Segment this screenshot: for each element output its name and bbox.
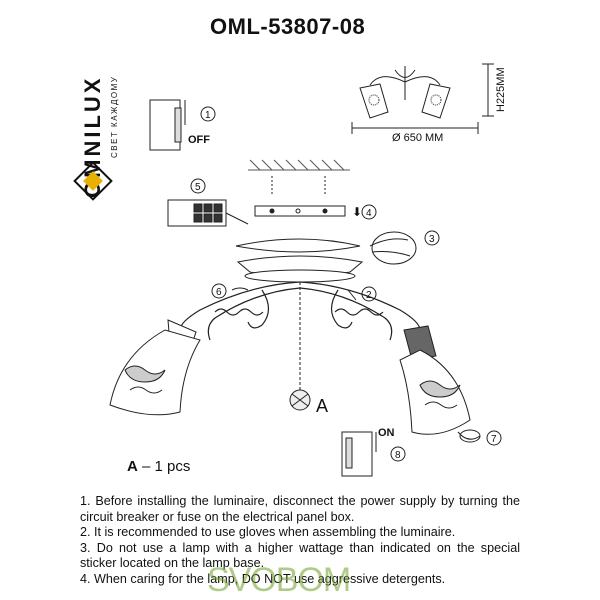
overview-diagram — [351, 63, 494, 134]
left-glass-shade — [109, 319, 201, 416]
bulb-icon — [457, 429, 481, 443]
lamp-arms — [179, 281, 421, 341]
step-1-marker: 1 — [200, 106, 216, 122]
step-5-marker: 5 — [190, 178, 206, 194]
quantity-text: – 1 pcs — [142, 458, 191, 475]
svg-text:6: 6 — [216, 287, 222, 298]
instruction-item: 3. Do not use a lamp with a higher watta… — [80, 540, 520, 571]
brand-tagline: СВЕТ КАЖДОМУ — [110, 76, 119, 158]
terminal-block-icon — [167, 199, 249, 227]
step-4-marker: ⬇ 4 — [352, 204, 377, 220]
svg-text:1: 1 — [205, 110, 211, 121]
instructions: 1. Before installing the luminaire, disc… — [80, 494, 520, 588]
watermark: SVOBOM — [207, 561, 351, 599]
svg-text:3: 3 — [429, 234, 435, 245]
breaker-on-icon — [341, 431, 377, 477]
step-7-marker: 7 — [486, 430, 502, 446]
right-glass-shade — [399, 325, 471, 435]
quantity-part: A — [127, 458, 138, 475]
on-label: ON — [378, 427, 395, 439]
step-6-marker: 6 — [211, 283, 249, 299]
svg-text:2: 2 — [366, 290, 372, 301]
svg-text:5: 5 — [195, 182, 201, 193]
omnilux-logo: OMNILUX СВЕТ КАЖДОМУ — [73, 76, 119, 201]
off-label: OFF — [188, 134, 210, 146]
mounting-screws — [271, 176, 326, 195]
step-3-marker: 3 — [424, 230, 440, 246]
breaker-off-icon — [149, 99, 186, 151]
wire-connection-icon — [369, 231, 417, 265]
height-dimension: H225MM — [495, 67, 507, 112]
svg-text:⬇: ⬇ — [352, 205, 362, 219]
svg-text:8: 8 — [395, 450, 401, 461]
step-8-marker: 8 — [390, 446, 406, 462]
ceiling — [248, 159, 350, 171]
model-title: OML-53807-08 — [210, 14, 366, 39]
mounting-bracket — [254, 205, 346, 217]
diameter-dimension: Ø 650 MM — [392, 132, 443, 144]
canopy — [235, 238, 364, 283]
assembly-drawing: H225MM Ø 650 MM 1 OFF ⬇ 4 — [109, 63, 507, 477]
quantity-line: A – 1 pcs — [127, 458, 190, 475]
part-a-label: A — [316, 396, 328, 416]
pendant-chain — [289, 282, 311, 411]
instruction-item: 2. It is recommended to use gloves when … — [80, 525, 456, 540]
step-2-marker: 2 — [347, 286, 377, 302]
instruction-item: 4. When caring for the lamp, DO NOT use … — [80, 571, 446, 586]
watermark-text: SVOBOM — [207, 561, 350, 599]
svg-text:7: 7 — [491, 434, 497, 445]
instruction-item: 1. Before installing the luminaire, disc… — [80, 494, 520, 524]
svg-text:4: 4 — [366, 208, 372, 219]
